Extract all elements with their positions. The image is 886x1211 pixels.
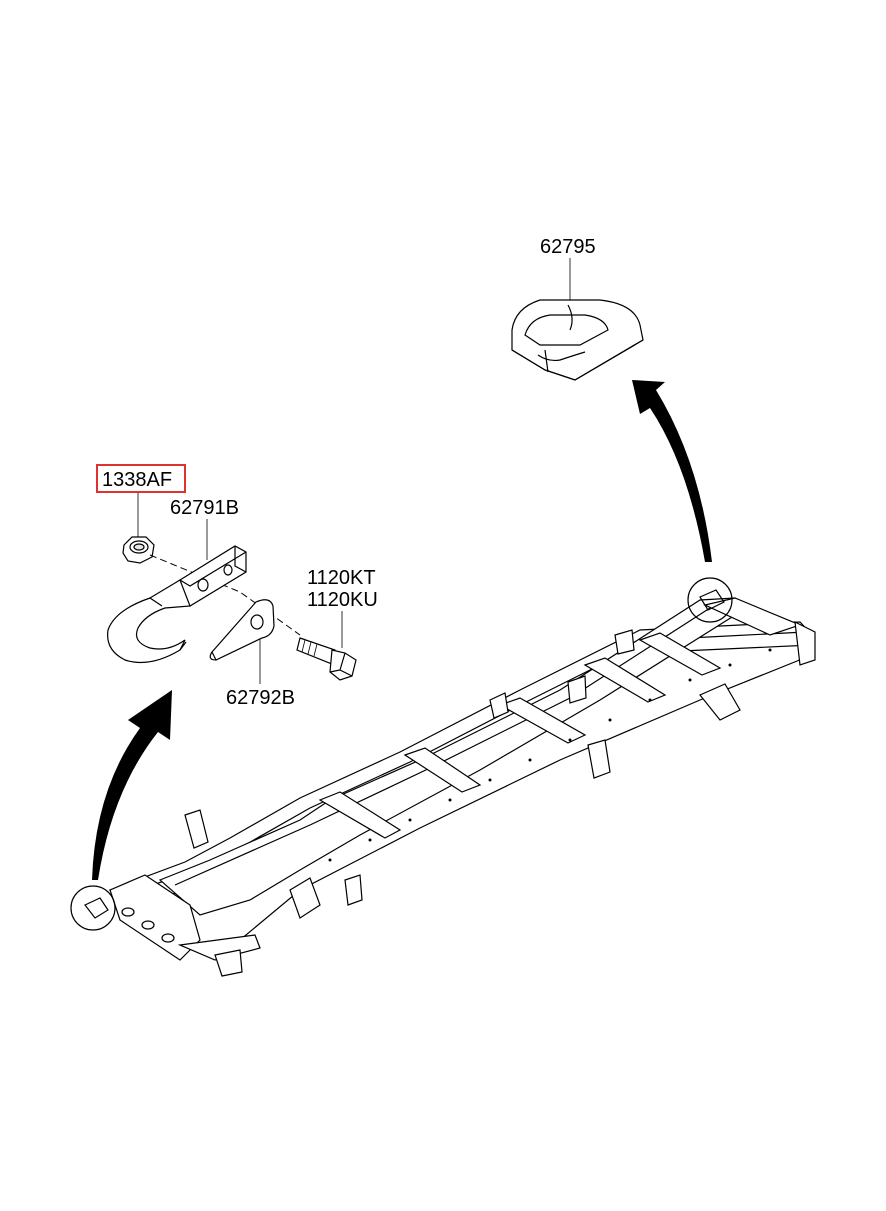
part-1120KT-bolt [296, 637, 357, 681]
callout-62795[interactable]: 62795 [540, 236, 596, 305]
part-62792B-bracket [209, 599, 275, 661]
callout-label-62795: 62795 [540, 236, 596, 258]
callout-label-1338AF: 1338AF [102, 469, 172, 491]
arrow-right [632, 380, 712, 562]
callout-1120KT[interactable]: 1120KT [307, 567, 376, 589]
part-62791B-tow-hook [107, 545, 247, 663]
callout-1338AF[interactable]: 1338AF [96, 464, 186, 538]
callout-1120KU[interactable]: 1120KU [307, 589, 378, 648]
arrow-left [92, 690, 172, 880]
callout-label-62792B: 62792B [226, 687, 295, 709]
callout-label-1120KT: 1120KT [307, 567, 376, 589]
highlight-box [96, 464, 186, 493]
detail-circle-front [70, 885, 116, 931]
callout-label-1120KU: 1120KU [307, 589, 378, 611]
part-1338AF-nut [122, 536, 155, 564]
detail-circle-rear [687, 577, 733, 623]
vehicle-frame [108, 597, 816, 977]
callout-62792B[interactable]: 62792B [226, 638, 295, 709]
callout-label-62791B: 62791B [170, 497, 239, 519]
callout-62791B[interactable]: 62791B [170, 497, 239, 560]
part-62795-cover [511, 299, 644, 381]
